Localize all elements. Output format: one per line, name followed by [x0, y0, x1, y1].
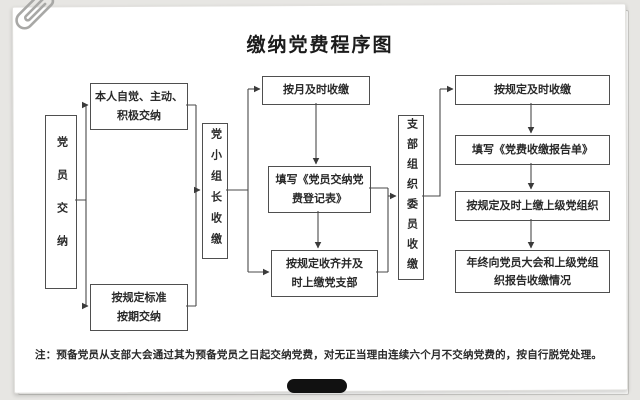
flow-box-standard-pay: 按规定标准 按期交纳: [90, 284, 188, 331]
flow-box-member: 党员交纳: [45, 115, 77, 289]
flow-box-self-line2: 积极交纳: [117, 109, 161, 122]
flow-box-member-label: 党员交纳: [55, 136, 68, 268]
flow-box-report-form: 填写《党费收缴报告单》: [455, 135, 610, 165]
flow-box-annual-report-line1: 年终向党员大会和上级党组: [466, 256, 599, 269]
footnote: 注：预备党员从支部大会通过其为预备党员之日起交纳党费，对无正当理由连续六个月不交…: [35, 349, 603, 361]
flow-box-standard-line2: 按期交纳: [117, 310, 161, 323]
flow-box-submit-higher: 按规定及时上缴上级党组织: [455, 191, 610, 221]
flow-box-collect-submit: 按规定收齐并及 时上缴党支部: [271, 250, 378, 297]
flow-box-self-line1: 本人自觉、主动、: [95, 90, 183, 103]
flow-box-report-form-label: 填写《党费收缴报告单》: [472, 143, 593, 156]
flow-box-branch-committee: 支部组织委员收缴: [398, 115, 424, 280]
flow-box-register-line1: 填写《党员交纳党: [275, 173, 364, 186]
flow-box-self-pay: 本人自觉、主动、 积极交纳: [90, 83, 188, 130]
flow-box-annual-report-line2: 织报告收缴情况: [494, 274, 571, 287]
flow-box-group-leader-label: 党小组长收缴: [209, 128, 222, 254]
flow-box-register-line2: 费登记表》: [292, 192, 347, 205]
flow-box-monthly-collect: 按月及时收缴: [262, 76, 370, 105]
flow-box-monthly-label: 按月及时收缴: [283, 84, 349, 96]
flow-box-collect-line2: 时上缴党支部: [291, 276, 358, 289]
flow-box-annual-report: 年终向党员大会和上级党组 织报告收缴情况: [455, 250, 610, 293]
flow-box-register-form: 填写《党员交纳党 费登记表》: [268, 166, 371, 213]
flow-box-timely-collect-label: 按规定及时收缴: [494, 83, 571, 96]
watermark-bar: [287, 379, 347, 393]
flow-box-group-leader: 党小组长收缴: [202, 123, 228, 259]
flow-box-collect-line1: 按规定收齐并及: [286, 257, 363, 270]
flow-box-branch-committee-label: 支部组织委员收缴: [405, 117, 418, 278]
flow-box-standard-line1: 按规定标准: [111, 291, 167, 304]
page-title: 缴纳党费程序图: [246, 35, 394, 56]
flow-box-timely-collect: 按规定及时收缴: [455, 75, 610, 105]
paperclip-icon: [15, 0, 55, 30]
flow-box-submit-higher-label: 按规定及时上缴上级党组织: [466, 199, 599, 212]
